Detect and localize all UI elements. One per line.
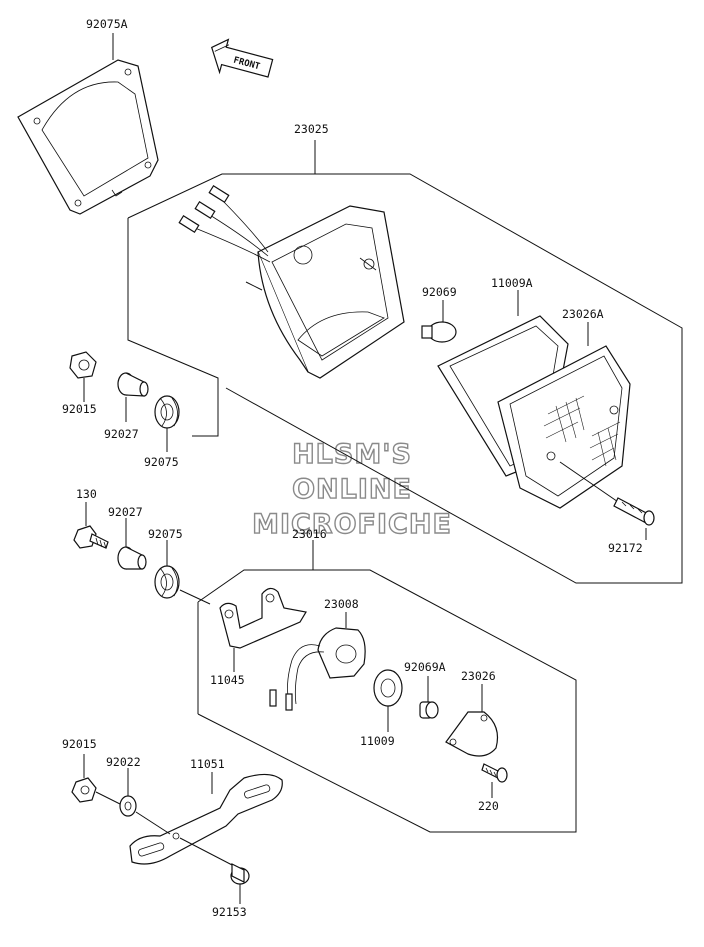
label-92153: 92153 [212, 905, 247, 919]
nut-92015-lower [71, 754, 125, 807]
label-92075-middle: 92075 [148, 527, 183, 541]
label-11045: 11045 [210, 673, 245, 687]
bracket-11045 [219, 587, 307, 672]
label-92069: 92069 [422, 285, 457, 299]
label-92015-upper: 92015 [62, 402, 97, 416]
label-23026: 23026 [461, 669, 496, 683]
grommet-92075-upper [154, 395, 180, 452]
grommet-92075-middle [154, 540, 211, 605]
socket-23008 [269, 612, 366, 711]
screw-220 [481, 763, 508, 798]
nut-92015-upper [69, 351, 97, 402]
label-92172: 92172 [608, 541, 643, 555]
label-92075-upper: 92075 [144, 455, 179, 469]
screw-92172 [559, 461, 655, 540]
license-bracket-11051 [129, 772, 283, 865]
washer-92022 [119, 768, 171, 835]
front-arrow-icon: FRONT [210, 38, 274, 78]
label-23016: 23016 [292, 527, 327, 541]
part-labels: 92075A 23025 92069 11009A 23026A 92015 9… [62, 17, 643, 919]
label-11009: 11009 [360, 734, 395, 748]
gasket-11009 [373, 669, 403, 732]
label-92027-middle: 92027 [108, 505, 143, 519]
gasket-92075a [17, 33, 159, 215]
lens-23026 [445, 684, 499, 757]
watermark-line-3: MICROFICHE [252, 509, 452, 540]
lens-23026a [497, 322, 631, 509]
taillight-housing-23025 [178, 185, 405, 379]
label-92015-lower: 92015 [62, 737, 97, 751]
collar-92027-upper [117, 372, 149, 422]
watermark: HLSM'S ONLINE MICROFICHE [251, 438, 452, 540]
assembly-outlines [127, 140, 683, 833]
label-23025: 23025 [294, 122, 329, 136]
label-23008: 23008 [324, 597, 359, 611]
label-11051: 11051 [190, 757, 225, 771]
label-92075a: 92075A [86, 17, 128, 31]
bulb-92069a [419, 676, 439, 719]
collar-92027-middle [117, 518, 147, 570]
watermark-line-2: ONLINE [292, 474, 412, 505]
watermark-line-1: HLSM'S [292, 439, 412, 470]
label-220: 220 [478, 799, 499, 813]
label-92069a: 92069A [404, 660, 446, 674]
screw-92153 [179, 837, 250, 904]
label-23026a: 23026A [562, 307, 604, 321]
label-92022: 92022 [106, 755, 141, 769]
bolt-130 [73, 502, 109, 549]
label-92027-upper: 92027 [104, 427, 139, 441]
bulb-92069 [421, 300, 457, 343]
label-130: 130 [76, 487, 97, 501]
label-11009a: 11009A [491, 276, 533, 290]
